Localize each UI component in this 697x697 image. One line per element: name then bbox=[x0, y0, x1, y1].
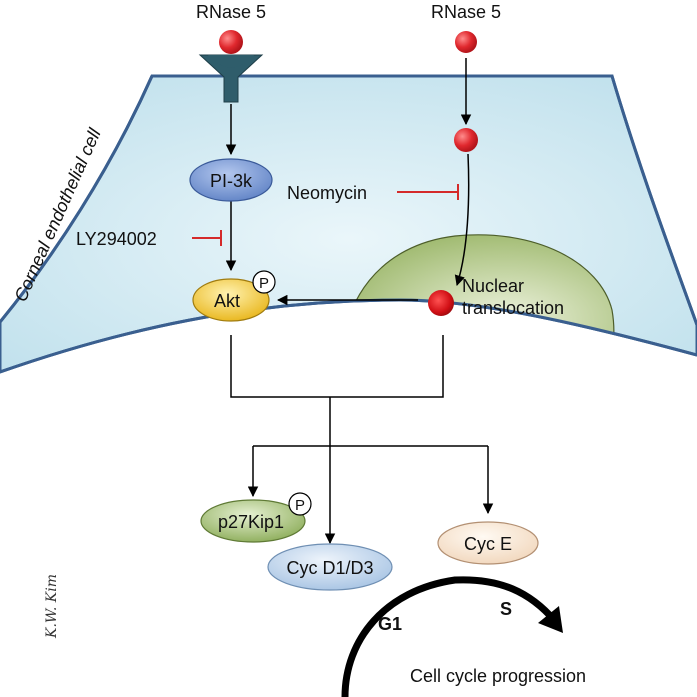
g1-label: G1 bbox=[378, 614, 402, 634]
connector-akt-down bbox=[230, 335, 444, 398]
p27-phospho-badge bbox=[288, 492, 312, 516]
p27kip1-label: p27Kip1 bbox=[218, 512, 284, 532]
neomycin-label: Neomycin bbox=[287, 183, 367, 203]
artist-signature: K.W. Kim bbox=[44, 574, 60, 639]
rnase5-ligand-left bbox=[219, 30, 243, 54]
translocation-label: translocation bbox=[462, 298, 564, 318]
rnase5-internalized bbox=[454, 128, 478, 152]
pi3k-label: PI-3k bbox=[210, 171, 253, 191]
akt-phospho-label: P bbox=[259, 275, 269, 292]
receptor bbox=[198, 54, 264, 103]
arrow-to-nucleus bbox=[454, 153, 470, 287]
p27kip1-node bbox=[200, 499, 306, 543]
rnase5-nuclear bbox=[428, 290, 454, 316]
cycd-label: Cyc D1/D3 bbox=[286, 558, 373, 578]
rnase5-ligand-right bbox=[455, 31, 477, 53]
rnase5-label-left: RNase 5 bbox=[196, 2, 266, 22]
akt-label: Akt bbox=[214, 291, 240, 311]
ly294002-label: LY294002 bbox=[76, 229, 157, 249]
cell-cycle-arrow bbox=[341, 576, 559, 697]
p27-phospho-label: P bbox=[295, 497, 305, 514]
s-label: S bbox=[500, 599, 512, 619]
cyce-node bbox=[437, 521, 539, 565]
pi3k-node bbox=[189, 158, 273, 202]
rnase5-label-right: RNase 5 bbox=[431, 2, 501, 22]
cell-cycle-progression-label: Cell cycle progression bbox=[410, 666, 586, 686]
nuclear-label: Nuclear bbox=[462, 276, 524, 296]
cycd-node bbox=[267, 543, 393, 591]
receptor-notch bbox=[208, 55, 254, 68]
cyce-label: Cyc E bbox=[464, 534, 512, 554]
akt-phospho-badge bbox=[252, 270, 276, 294]
cell-cycle-arrowhead bbox=[538, 606, 563, 633]
akt-node bbox=[192, 278, 270, 322]
